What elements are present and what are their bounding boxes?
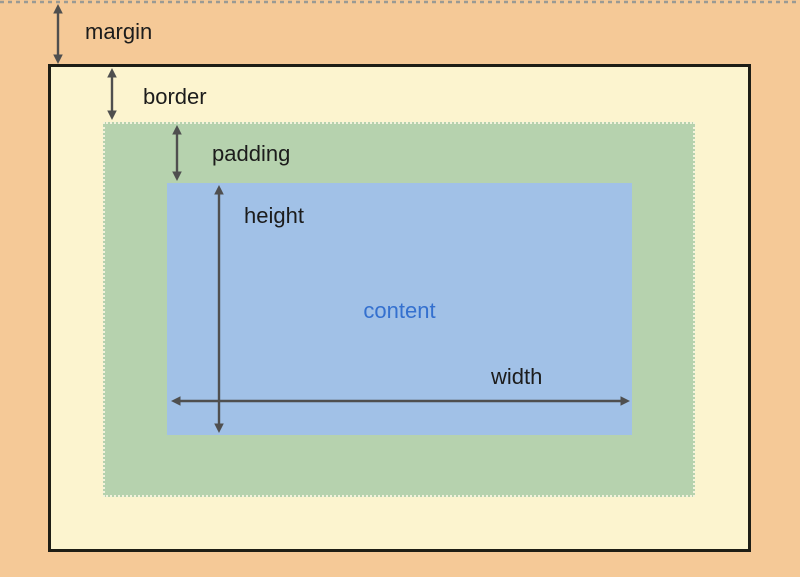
height-label: height <box>244 203 304 228</box>
content-box <box>167 183 632 435</box>
content-label: content <box>363 298 436 323</box>
border-label: border <box>143 84 207 109</box>
margin-arrow <box>53 4 63 64</box>
padding-label: padding <box>212 141 291 166</box>
width-label: width <box>491 364 543 389</box>
margin-label: margin <box>85 19 153 44</box>
